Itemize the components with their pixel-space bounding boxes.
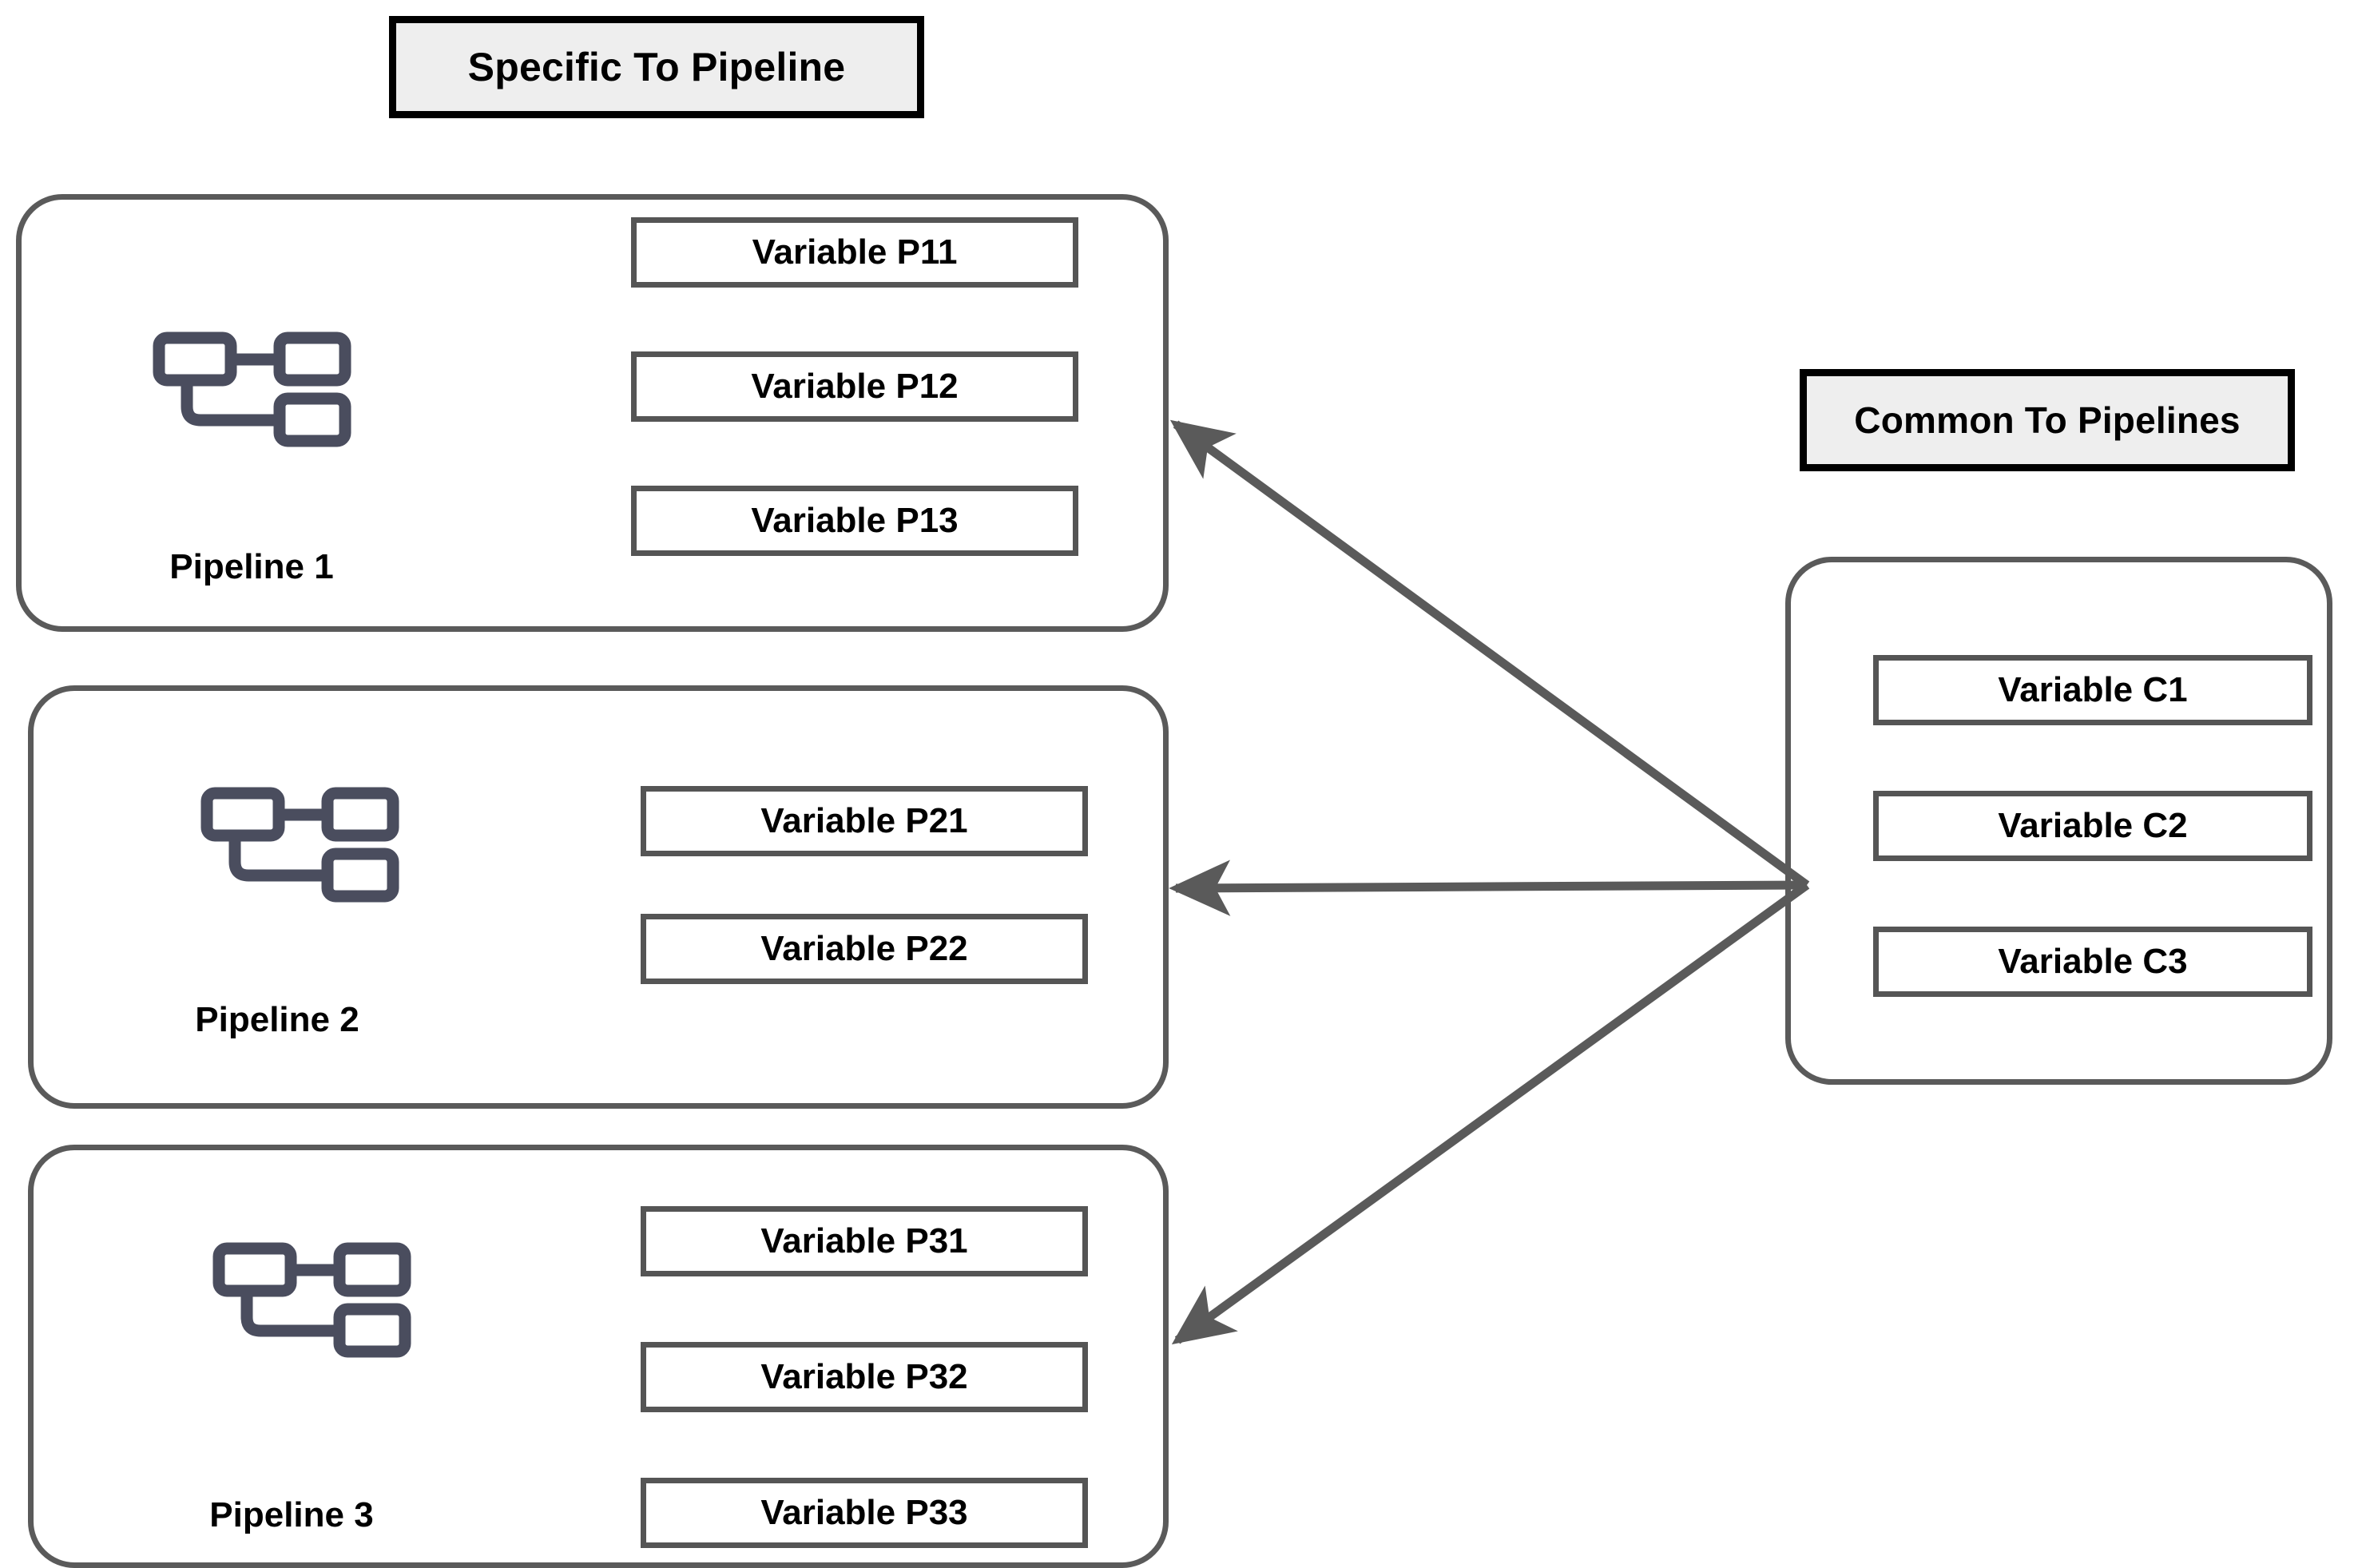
arrow-common-to-pipeline-2 [1169,859,1808,916]
variable-box-p31: Variable P31 [641,1206,1088,1276]
section-header-specific-to-pipeline: Specific To Pipeline [389,16,924,118]
arrow-common-to-pipeline-1 [1169,419,1810,889]
variable-box-c2: Variable C2 [1873,791,2312,861]
variable-box-p11: Variable P11 [631,217,1078,288]
section-header-common-to-pipelines: Common To Pipelines [1800,369,2295,471]
arrow-common-to-pipeline-3 [1171,881,1810,1345]
section-header-specific-label: Specific To Pipeline [467,45,846,89]
pipeline-group-2 [28,685,1169,1109]
variable-box-p33: Variable P33 [641,1478,1088,1548]
variable-box-c3: Variable C3 [1873,927,2312,997]
pipeline-nodes-icon [212,1242,411,1358]
section-header-common-label: Common To Pipelines [1854,399,2241,441]
variable-box-p13: Variable P13 [631,486,1078,556]
pipeline-nodes-icon [200,787,399,903]
pipeline-label-1: Pipeline 1 [169,547,334,586]
variable-box-p22: Variable P22 [641,914,1088,984]
variable-box-p21: Variable P21 [641,786,1088,856]
variable-box-c1: Variable C1 [1873,655,2312,725]
variable-box-p12: Variable P12 [631,351,1078,422]
pipeline-label-2: Pipeline 2 [195,1000,359,1039]
variable-box-p32: Variable P32 [641,1342,1088,1412]
pipeline-nodes-icon [153,331,351,447]
pipeline-label-3: Pipeline 3 [209,1495,374,1534]
